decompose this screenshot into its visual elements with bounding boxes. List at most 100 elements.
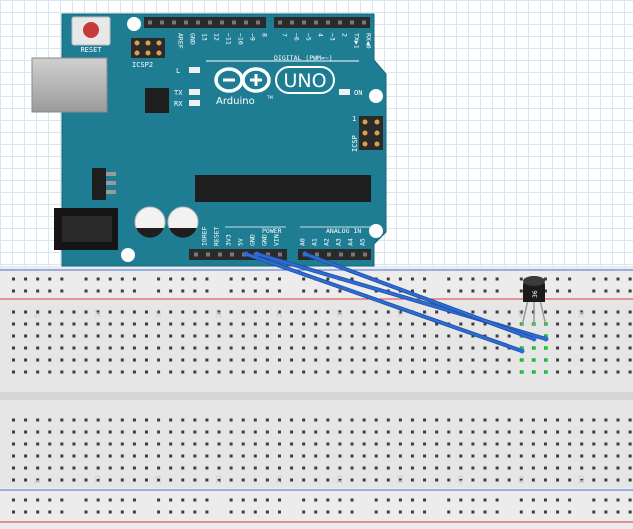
breadboard-hole <box>24 478 28 482</box>
wires[interactable] <box>243 251 549 354</box>
breadboard-hole <box>314 454 318 458</box>
breadboard-hole <box>205 334 209 338</box>
breadboard-hole <box>60 418 64 422</box>
wire-a0[interactable] <box>303 252 536 341</box>
breadboard-hole <box>568 346 572 350</box>
breadboard-hole <box>108 322 112 326</box>
wire-5v[interactable] <box>244 252 524 353</box>
breadboard-hole <box>459 418 463 422</box>
breadboard-hole <box>386 322 390 326</box>
rail-hole <box>181 289 185 293</box>
pin-label: A4 <box>347 238 355 246</box>
header-pin <box>218 252 222 257</box>
rail-hole <box>36 510 40 514</box>
breadboard-hole <box>350 454 354 458</box>
breadboard-hole <box>84 430 88 434</box>
breadboard-hole <box>338 346 342 350</box>
breadboard-hole <box>12 370 15 374</box>
breadboard-hole <box>314 358 318 362</box>
reset-button[interactable] <box>71 16 111 46</box>
breadboard-hole <box>314 346 318 350</box>
header-pin <box>194 252 198 257</box>
breadboard-hole <box>592 310 596 314</box>
breadboard-hole <box>483 310 487 314</box>
breadboard-hole <box>362 370 366 374</box>
breadboard-hole <box>229 370 233 374</box>
breadboard-hole <box>302 310 306 314</box>
breadboard-hole <box>205 358 209 362</box>
wire-end <box>243 251 249 257</box>
header-pin <box>160 20 164 25</box>
breadboard-hole <box>241 358 245 362</box>
breadboard-hole <box>350 418 354 422</box>
breadboard-hole <box>616 322 620 326</box>
rail-hole <box>132 498 136 502</box>
rail-hole <box>108 510 112 514</box>
breadboard-hole <box>277 322 281 326</box>
digital-pin-label: ~6 <box>293 33 301 41</box>
breadboard-hole <box>374 358 378 362</box>
breadboard-hole <box>205 370 209 374</box>
temperature-sensor[interactable] <box>521 276 547 327</box>
rail-hole <box>12 498 15 502</box>
breadboard-hole <box>60 322 64 326</box>
breadboard-hole <box>435 478 439 482</box>
wire-end <box>531 336 537 342</box>
rail-hole <box>568 510 572 514</box>
on-led <box>339 89 350 95</box>
breadboard-hole <box>144 322 148 326</box>
breadboard-hole <box>96 370 100 374</box>
column-number-bottom: 20 <box>215 475 223 484</box>
breadboard-hole <box>36 322 40 326</box>
breadboard-hole <box>556 478 560 482</box>
column-number-bottom: 15 <box>155 475 163 484</box>
rail-hole <box>36 277 40 281</box>
breadboard-hole <box>447 370 451 374</box>
breadboard-hole <box>386 370 390 374</box>
rail-hole <box>568 498 572 502</box>
breadboard-hole <box>314 310 318 314</box>
breadboard-hole <box>253 334 257 338</box>
breadboard-hole <box>193 310 197 314</box>
breadboard-hole <box>350 370 354 374</box>
breadboard-hole <box>229 346 233 350</box>
breadboard-hole <box>132 322 136 326</box>
breadboard-hole <box>132 418 136 422</box>
rail-hole <box>24 510 28 514</box>
rail-hole <box>205 498 209 502</box>
breadboard-hole <box>181 466 185 470</box>
breadboard-hole <box>302 346 306 350</box>
breadboard-hole <box>580 310 584 314</box>
rail-hole <box>60 498 64 502</box>
rail-hole <box>471 510 475 514</box>
breadboard-hole <box>241 430 245 434</box>
breadboard-hole <box>616 370 620 374</box>
breadboard-hole <box>157 442 161 446</box>
rail-hole <box>604 498 608 502</box>
reset-button-cap[interactable] <box>83 22 99 38</box>
breadboard-hole <box>72 346 76 350</box>
icsp-label: ICSP <box>351 135 359 152</box>
breadboard-hole <box>169 454 173 458</box>
breadboard-hole <box>556 310 560 314</box>
breadboard-hole <box>507 442 511 446</box>
breadboard-hole <box>374 430 378 434</box>
rail-hole <box>447 498 451 502</box>
breadboard-hole <box>471 454 475 458</box>
breadboard-hole <box>326 466 330 470</box>
breadboard-hole <box>386 310 390 314</box>
breadboard-hole <box>580 334 584 338</box>
breadboard-hole <box>108 478 112 482</box>
header-pin <box>339 252 343 257</box>
breadboard-hole <box>568 466 572 470</box>
breadboard-hole <box>205 454 209 458</box>
breadboard-hole <box>362 466 366 470</box>
breadboard-hole <box>277 454 281 458</box>
digital-pin-label: ~10 <box>237 33 245 45</box>
breadboard-hole <box>84 478 88 482</box>
breadboard-hole <box>253 346 257 350</box>
breadboard-hole <box>181 370 185 374</box>
breadboard-hole <box>302 430 306 434</box>
breadboard-hole <box>447 358 451 362</box>
